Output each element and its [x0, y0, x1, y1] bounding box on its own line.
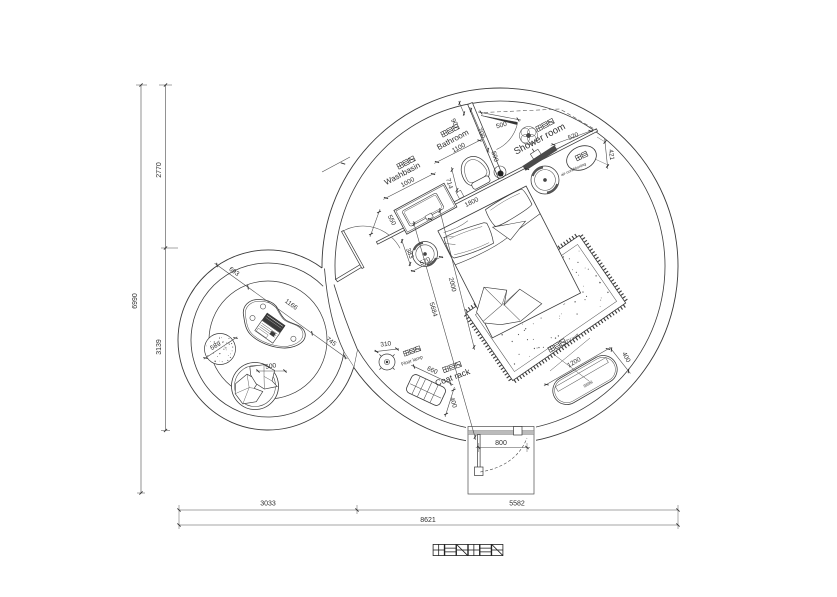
svg-text:5582: 5582 [509, 501, 525, 508]
svg-text:3033: 3033 [260, 501, 276, 508]
svg-text:700: 700 [475, 127, 486, 140]
svg-text:2000: 2000 [447, 277, 457, 293]
svg-text:570: 570 [419, 256, 432, 267]
svg-text:421: 421 [607, 149, 615, 161]
svg-text:660: 660 [426, 365, 439, 376]
svg-text:3139: 3139 [156, 339, 163, 355]
svg-text:500: 500 [265, 362, 277, 370]
svg-text:590: 590 [489, 150, 499, 163]
svg-text:400: 400 [448, 396, 458, 409]
svg-text:TV wall: TV wall [565, 333, 579, 344]
svg-text:310: 310 [380, 340, 392, 348]
svg-text:90: 90 [449, 117, 459, 127]
svg-text:6990: 6990 [132, 293, 139, 309]
svg-text:520: 520 [567, 131, 580, 142]
svg-text:714: 714 [444, 177, 454, 190]
svg-text:589: 589 [209, 340, 222, 352]
svg-text:2770: 2770 [156, 162, 163, 178]
svg-text:400: 400 [620, 351, 631, 364]
svg-text:5684: 5684 [428, 302, 439, 318]
svg-text:8621: 8621 [420, 517, 436, 524]
svg-text:550: 550 [386, 214, 397, 227]
svg-text:500: 500 [495, 121, 508, 131]
svg-text:383: 383 [404, 247, 415, 260]
svg-text:800: 800 [495, 440, 507, 447]
